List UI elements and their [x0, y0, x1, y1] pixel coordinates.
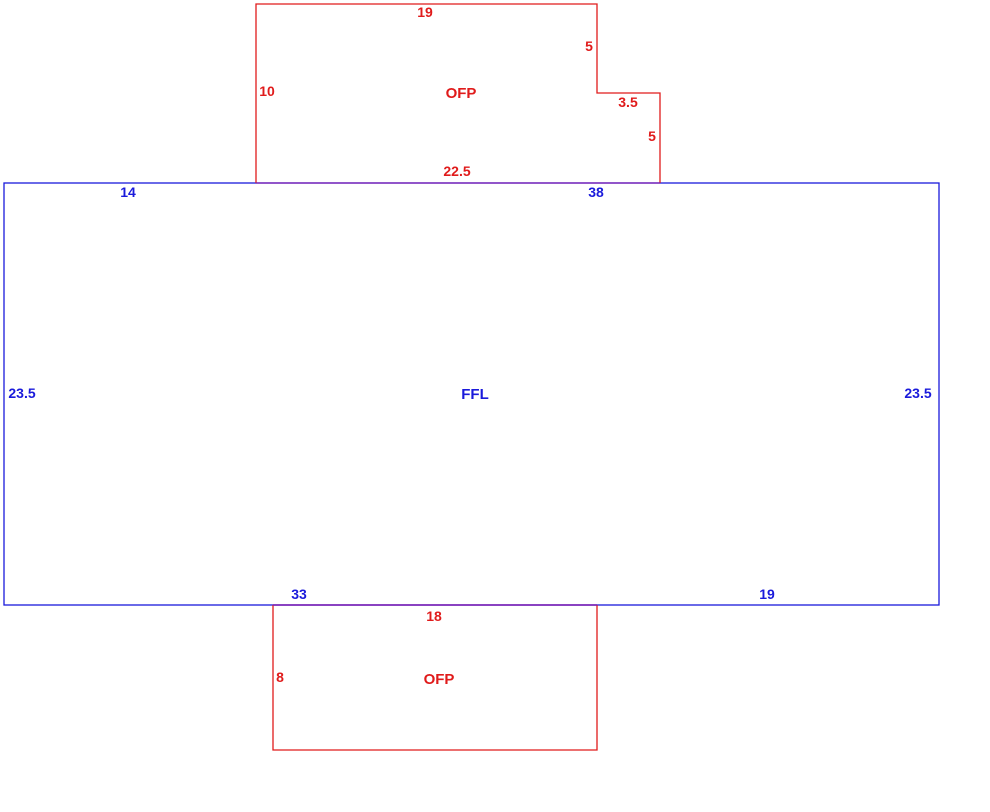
ofp-bottom-dim-top: 18 [426, 608, 442, 624]
ffl-dim-left: 23.5 [8, 385, 36, 401]
ffl-dim-bottom-right: 19 [759, 586, 775, 602]
ofp-top-area-label: OFP [445, 85, 477, 102]
ofp-bottom-area-label: OFP [423, 671, 455, 688]
ofp-top-outline [255, 3, 661, 183]
ofp-bottom-dim-left: 8 [276, 669, 284, 685]
ffl-dim-right: 23.5 [904, 385, 932, 401]
ofp-top-dim-notch-vertical: 5 [585, 38, 593, 54]
ofp-top-dim-bottom: 22.5 [443, 163, 471, 179]
ffl-dim-bottom-left: 33 [291, 586, 307, 602]
ffl-dim-top-left: 14 [120, 184, 136, 200]
ffl-dim-top-right: 38 [588, 184, 604, 200]
ofp-bottom-outline [272, 605, 598, 751]
ofp-top-dim-right: 5 [648, 128, 656, 144]
ofp-top-dim-top: 19 [417, 4, 433, 20]
ofp-top-dim-left: 10 [259, 83, 275, 99]
ffl-area-label: FFL [461, 386, 489, 403]
ofp-top-dim-notch-horizontal: 3.5 [618, 94, 638, 110]
